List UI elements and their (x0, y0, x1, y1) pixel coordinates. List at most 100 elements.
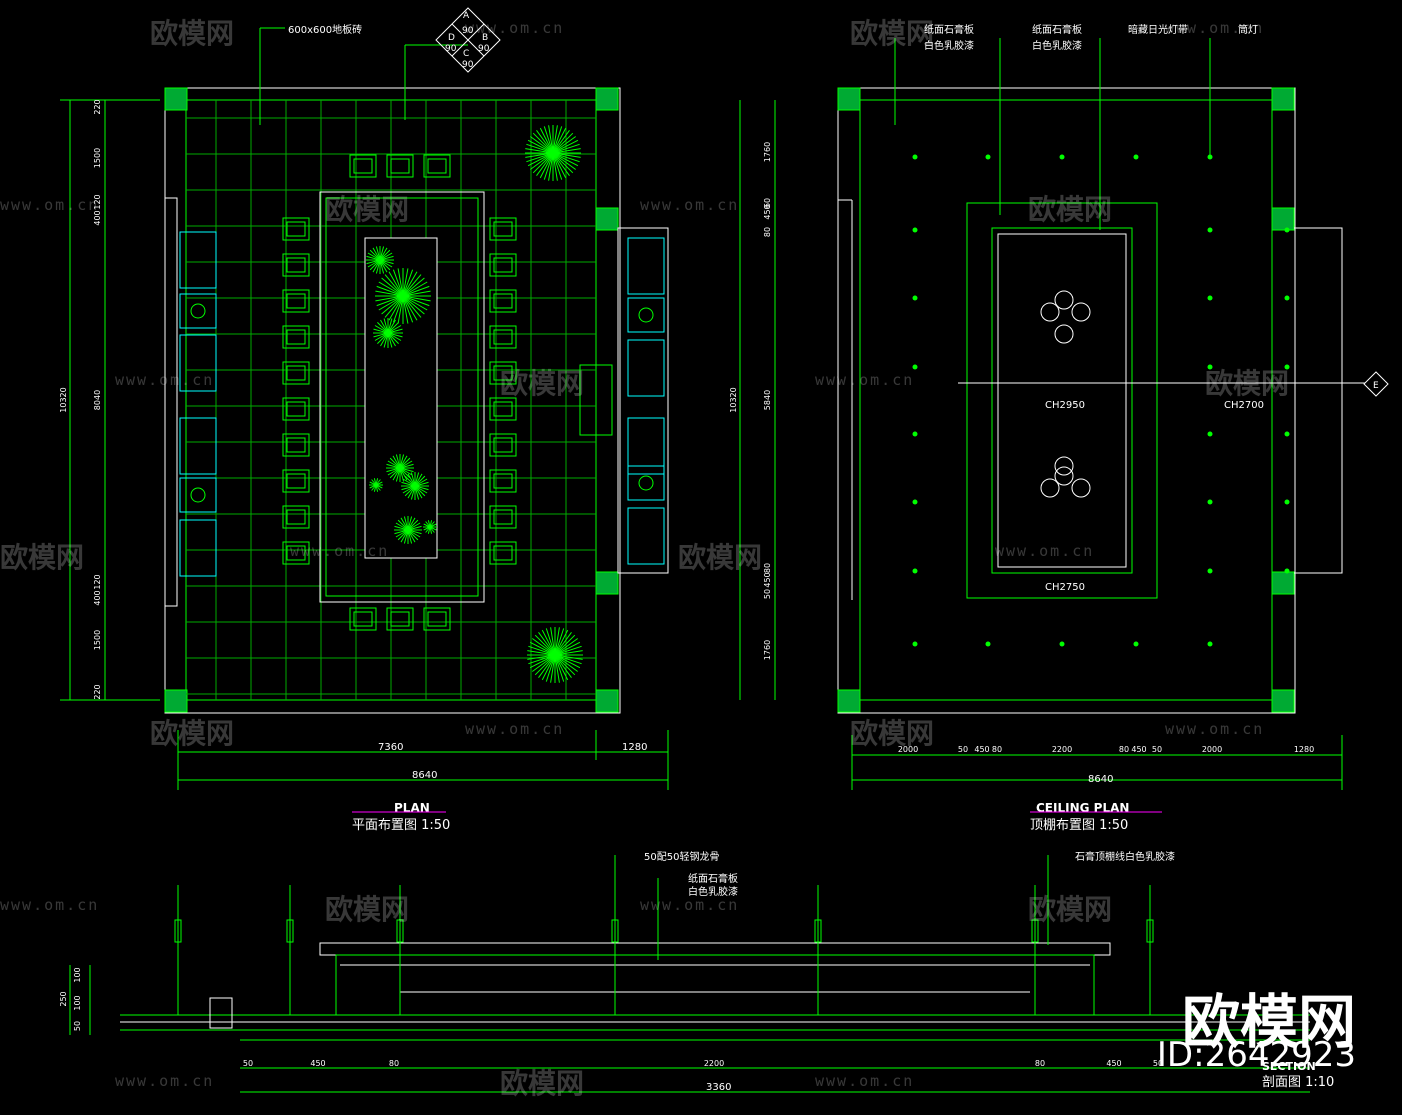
plant-leaf (429, 526, 433, 534)
chair (349, 607, 377, 631)
plant-leaf (375, 481, 383, 486)
plant-leaf (386, 467, 401, 473)
hanger-clip (286, 919, 294, 943)
plant-leaf (380, 332, 389, 347)
ceil-title-cn: 顶棚布置图 1:50 (1030, 818, 1128, 833)
downlights (912, 154, 1290, 647)
plant-leaf (554, 632, 572, 656)
plant-leaf (389, 457, 401, 469)
plant-leaf (387, 332, 399, 344)
plant-leaf (378, 295, 404, 311)
plant-leaf (554, 627, 560, 656)
floor-plan (164, 87, 669, 714)
sec-label-2: 纸面石膏板 (688, 872, 738, 885)
plant-leaf (541, 629, 556, 656)
downlight (1207, 641, 1213, 647)
plant-leaf (554, 654, 582, 665)
plant-leaf (525, 152, 554, 158)
plant-leaf (397, 268, 404, 297)
downlight (1207, 154, 1213, 160)
ceil-label-4: 白色乳胶漆 (1032, 39, 1082, 52)
ceil-label-6: 筒灯 (1238, 23, 1258, 36)
downlight (912, 431, 918, 437)
downlight (1284, 499, 1290, 505)
plan-title-en: PLAN (394, 801, 430, 815)
plant-leaf (373, 478, 377, 486)
downlight (1207, 431, 1213, 437)
plant-leaf (525, 148, 554, 154)
plant-leaf (545, 628, 556, 656)
dimension-values: 2201500120400804012040015002201032017606… (59, 99, 1314, 1068)
compass-c: C (463, 49, 469, 59)
plant-leaf (369, 481, 377, 486)
plant-leaf (399, 467, 411, 479)
ceil-dim-total: 8640 (1088, 774, 1113, 785)
plant-leaf (526, 152, 554, 163)
chair (489, 505, 517, 529)
plan-dim-left: 220 (93, 684, 102, 699)
plant-leaf (387, 318, 393, 334)
plant-leaf (387, 319, 396, 334)
downlight (1059, 641, 1065, 647)
side-table (627, 465, 665, 501)
plan-dim-left: 400 (93, 210, 102, 225)
plant-leaf (374, 325, 389, 334)
plant-leaf (552, 136, 576, 154)
plant-leaf (402, 269, 414, 297)
downlight (912, 154, 918, 160)
plant-leaf (552, 132, 574, 154)
compass-w90: 90 (445, 44, 457, 54)
plan-dimensions (60, 7, 669, 790)
ceil-dim-left: 80 (763, 227, 772, 237)
plant-leaf (371, 484, 377, 491)
plant-leaf (399, 467, 413, 476)
ceil-dim-bottom: 2000 (1202, 745, 1222, 754)
downlight (1284, 431, 1290, 437)
plant-leaf (384, 274, 404, 297)
plant-leaf (414, 485, 426, 497)
plant-leaf (397, 295, 404, 324)
downlight (1207, 227, 1213, 233)
sofa-chair (627, 507, 665, 565)
plant-leaf (552, 152, 580, 163)
plan-dim-left: 8040 (93, 390, 102, 410)
hanger-clip (814, 919, 822, 943)
sec-dim-total: 3360 (706, 1082, 731, 1093)
sec-dim-left: 100 (73, 967, 82, 982)
plant-leaf (392, 269, 404, 297)
hanger-clip (396, 919, 404, 943)
plant-leaf (375, 484, 383, 489)
plant-leaf (552, 152, 581, 158)
plant-leaf (392, 455, 401, 469)
sec-label-3: 白色乳胶漆 (688, 885, 738, 898)
chair (282, 253, 310, 277)
plant-leaf (528, 654, 556, 665)
chandeliers (1040, 290, 1091, 498)
downlight (912, 295, 918, 301)
plant-leaf (402, 281, 428, 297)
plant-leaf (375, 484, 381, 491)
plant-leaf (373, 332, 389, 338)
plant-leaf (410, 485, 416, 500)
downlight (912, 227, 918, 233)
sec-label-4: 石膏顶棚线白色乳胶漆 (1075, 850, 1175, 863)
plant-leaf (394, 525, 409, 531)
plant-leaf (407, 529, 416, 543)
plant-leaf (407, 529, 413, 544)
plant-leaf (554, 654, 560, 683)
sec-dim-left: 50 (73, 1021, 82, 1031)
plant-leaf (381, 277, 404, 297)
plant-leaf (387, 332, 403, 338)
lamp (190, 487, 206, 503)
plant-leaf (392, 467, 401, 481)
chair (282, 541, 310, 565)
ceil-label-1: 纸面石膏板 (924, 23, 974, 36)
sec-dim-left-total: 250 (59, 991, 68, 1006)
plant-leaf (397, 529, 409, 541)
chair (489, 217, 517, 241)
downlight (1133, 641, 1139, 647)
plant-leaf (373, 328, 389, 334)
plant-leaf (425, 521, 431, 528)
plant-leaf (407, 485, 416, 499)
downlight (985, 641, 991, 647)
